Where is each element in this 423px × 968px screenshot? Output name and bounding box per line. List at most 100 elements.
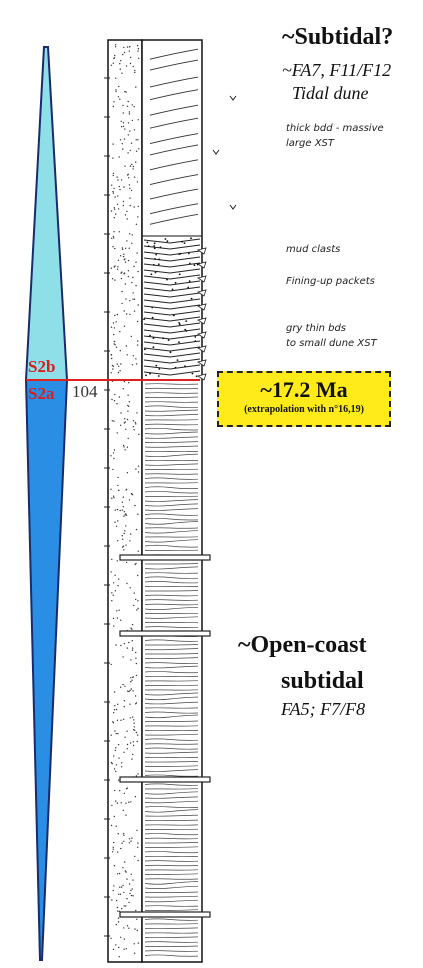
sand-grain [128,382,130,384]
lamina [144,486,199,489]
sand-grain [112,365,115,367]
sand-grain [132,292,134,294]
sand-grain [133,106,135,108]
sand-grain [137,773,139,775]
lamina [144,800,199,804]
sand-grain [135,285,137,287]
lamina [144,436,199,439]
sand-grain [131,888,133,890]
sand-grain [125,65,128,67]
sand-grain [119,68,122,70]
sand-grain [136,412,138,414]
sand-grain [122,122,125,124]
sand-grain [118,185,120,188]
sand-grain [113,340,116,343]
sand-grain [126,210,128,213]
sand-grain [131,716,134,718]
sand-grain [126,898,128,900]
sand-grain [127,152,129,154]
mud-clast [166,240,169,243]
sand-grain [110,663,112,666]
sand-grain [133,206,135,208]
sand-grain [126,582,128,585]
sand-grain [130,894,133,897]
lamina [144,747,199,750]
sand-grain [115,77,117,79]
sand-grain [130,873,132,875]
sand-grain [135,86,137,88]
heterolithic-layer [143,292,201,298]
lamina [144,714,199,719]
field-note: mud clasts [286,244,341,255]
sand-grain [120,272,122,274]
mud-clast [169,351,172,354]
age-value: ~17.2 Ma [260,377,348,402]
sand-grain [128,499,131,501]
sand-grain [126,472,129,474]
sand-grain [112,143,114,145]
sand-grain [134,695,137,697]
sand-grain [137,205,139,208]
sand-grain [119,886,121,888]
sand-grain [120,847,122,850]
sand-grain [137,139,139,141]
sand-grain [125,345,128,347]
sand-grain [119,139,122,141]
sand-grain [111,184,113,186]
sand-grain [119,330,121,333]
sand-grain [120,412,122,414]
sand-grain [111,763,113,765]
sand-grain [113,755,115,757]
sand-grain [137,550,139,552]
sand-grain [117,266,119,268]
sand-grain [126,46,129,48]
sand-grain [118,396,121,398]
sand-grain [117,195,119,197]
sand-grain [129,130,131,132]
sand-grain [110,210,113,212]
sand-grain [120,179,123,181]
sand-grain [119,350,122,352]
sand-grain [113,101,115,103]
sand-grain [119,370,121,372]
sand-grain [122,248,124,251]
sand-grain [131,679,133,681]
sand-grain [112,246,114,248]
mud-clast [151,306,154,309]
mud-clast [149,372,151,375]
laminated-sandstone [144,383,199,957]
sand-grain [113,712,115,714]
lamina [144,490,199,494]
sand-grain [120,277,123,280]
sand-grain [128,113,131,115]
sand-grain [113,333,115,336]
sand-grain [135,662,138,665]
sand-grain [119,790,121,792]
lamina [144,572,199,574]
sand-grain [126,748,128,750]
sand-grain [114,314,116,317]
heterolithic-layer [143,268,201,274]
sand-grain [123,905,125,907]
mud-clast [171,288,174,291]
sand-grain [119,98,121,100]
sand-grain [113,237,115,239]
sand-grain [118,489,120,492]
sand-grain [122,148,124,150]
sand-grain [125,298,127,300]
sand-grain [131,623,134,626]
sand-grain [114,749,117,752]
sand-grain [118,609,120,611]
lamina [144,508,199,511]
sand-grain [121,509,124,511]
sand-grain [129,703,131,705]
sand-grain [127,410,129,412]
lamina [144,774,199,777]
sand-grain [123,515,125,517]
sand-grain [128,883,131,885]
lamina [144,477,199,480]
sand-grain [115,90,117,93]
sand-grain [126,787,128,789]
sand-grain [130,493,133,495]
heterolithic-layer [143,358,201,364]
